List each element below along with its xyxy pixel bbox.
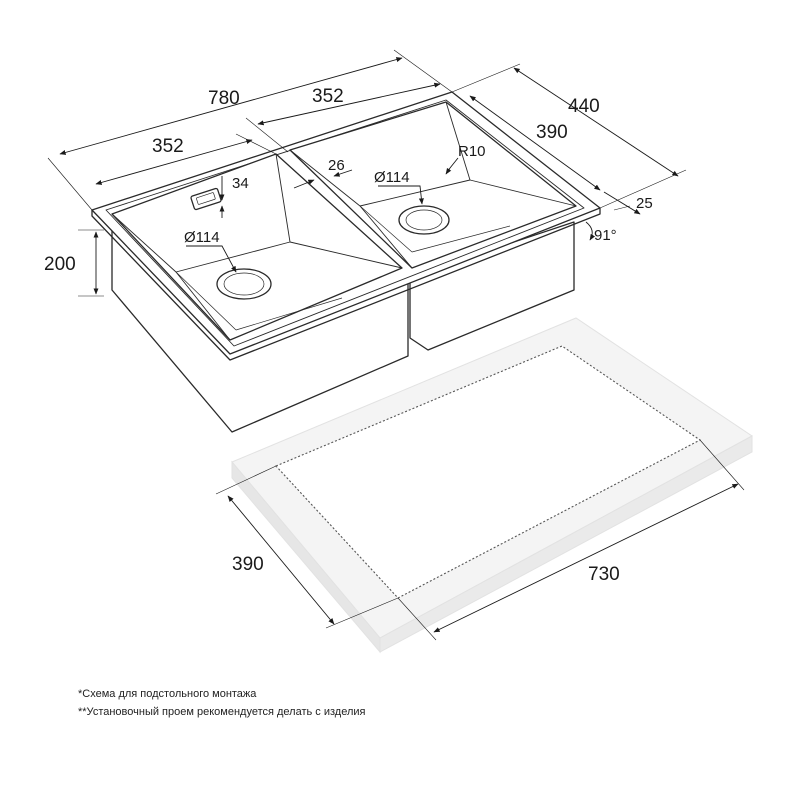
dim-overflow-offset: 34	[232, 175, 249, 192]
dim-cutout-width: 390	[232, 554, 264, 575]
dim-bowl-length-top: 352	[312, 86, 344, 107]
dim-drain-left: Ø114	[184, 229, 220, 246]
dim-radius: R10	[458, 143, 486, 160]
dim-angle: 91°	[594, 227, 617, 244]
sink-dimension-labels: 780 352 352 440 390 200 25 91° R10 Ø114 …	[44, 86, 653, 275]
dim-bowl-gap: 26	[328, 157, 345, 174]
dim-depth: 200	[44, 254, 76, 275]
dim-overall-length: 780	[208, 88, 240, 109]
sink-dimension-lines	[47, 49, 687, 297]
dim-rim-width: 25	[636, 195, 653, 212]
left-drain	[216, 268, 272, 300]
dim-bowl-length-left: 352	[152, 136, 184, 157]
dim-overall-width: 440	[568, 96, 600, 117]
cutout-dimension-labels: 390 730	[232, 554, 620, 585]
dim-cutout-length: 730	[588, 564, 620, 585]
cutout-dimension-lines	[215, 439, 745, 641]
dim-bowl-width: 390	[536, 122, 568, 143]
rim-edge	[91, 208, 601, 361]
dim-drain-right: Ø114	[374, 169, 410, 186]
footnote-cutout: **Установочный проем рекомендуется делат…	[78, 706, 366, 718]
footnote-mounting: *Схема для подстольного монтажа	[78, 688, 257, 700]
